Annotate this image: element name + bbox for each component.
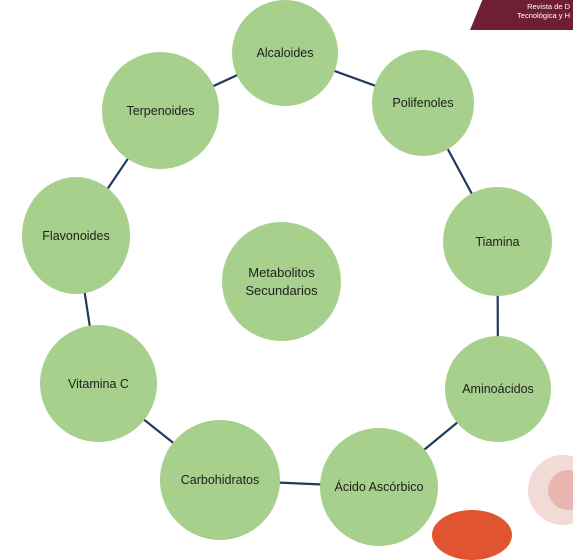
node-alcaloides: Alcaloides bbox=[232, 0, 338, 106]
node-flavonoides: Flavonoides bbox=[22, 177, 130, 294]
node-carbohidratos: Carbohidratos bbox=[160, 420, 280, 540]
node-label: Aminoácidos bbox=[462, 382, 534, 396]
node-vitamina-c: Vitamina C bbox=[40, 325, 157, 442]
center-label-line1: Metabolitos bbox=[248, 264, 314, 282]
node-aminoacidos: Aminoácidos bbox=[445, 336, 551, 442]
center-node: Metabolitos Secundarios bbox=[222, 222, 341, 341]
center-label-line2: Secundarios bbox=[245, 282, 317, 300]
node-label: Polifenoles bbox=[392, 96, 453, 110]
node-label: Carbohidratos bbox=[181, 473, 260, 487]
node-label: Ácido Ascórbico bbox=[335, 480, 424, 494]
node-acido-ascorbico: Ácido Ascórbico bbox=[320, 428, 438, 546]
node-tiamina: Tiamina bbox=[443, 187, 552, 296]
node-terpenoides: Terpenoides bbox=[102, 52, 219, 169]
node-label: Alcaloides bbox=[257, 46, 314, 60]
node-label: Tiamina bbox=[476, 235, 520, 249]
node-polifenoles: Polifenoles bbox=[372, 50, 474, 156]
node-label: Flavonoides bbox=[42, 229, 109, 243]
node-label: Vitamina C bbox=[68, 377, 129, 391]
node-label: Terpenoides bbox=[126, 104, 194, 118]
